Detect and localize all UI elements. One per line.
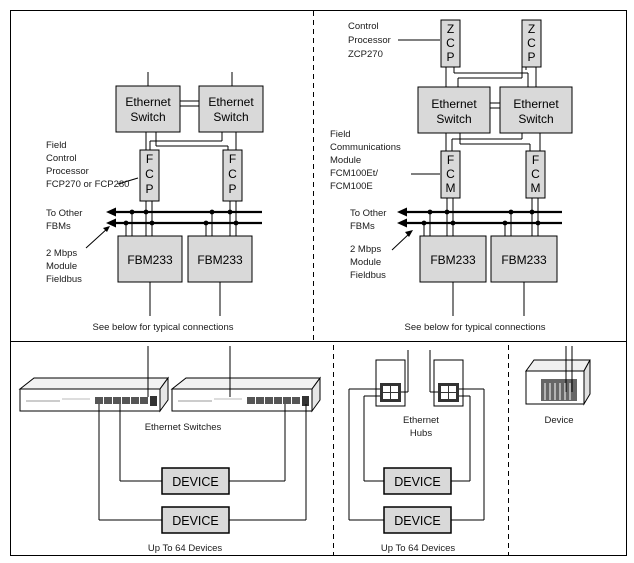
- zcp-letter: P: [527, 50, 535, 64]
- fbm233-box: [187, 235, 253, 283]
- ethernet-switch-box: [499, 86, 573, 134]
- fbm233-label: FBM233: [430, 253, 476, 267]
- fieldbus-desc: 2 Mbps: [46, 248, 77, 259]
- zcp-desc-line: Processor: [348, 35, 391, 46]
- arrow-head: [106, 218, 116, 228]
- fcp-desc-line: FCP270 or FCP280: [46, 179, 129, 190]
- fieldbus-desc: Module: [46, 261, 77, 272]
- fcp-letter: C: [145, 167, 154, 181]
- fcm-letter: M: [446, 181, 456, 195]
- device-count-caption: Up To 64 Devices: [148, 543, 223, 554]
- device-count-caption: Up To 64 Devices: [381, 543, 456, 554]
- ethernet-switch-box: [198, 85, 264, 133]
- fcm-letter: C: [446, 167, 455, 181]
- ethernet-switch-label-2: Switch: [213, 110, 248, 124]
- zcp-module-box: [440, 19, 461, 68]
- arrow-head: [397, 218, 407, 228]
- fcp-letter: F: [229, 152, 236, 166]
- ethernet-switch-box: [115, 85, 181, 133]
- device-box: [161, 467, 230, 495]
- ethernet-switch-label-2: Switch: [436, 112, 471, 126]
- other-fbms-label: FBMs: [350, 221, 375, 232]
- fcm-letter: M: [531, 181, 541, 195]
- fbm233-box: [490, 235, 558, 283]
- fcm-desc-line: Field: [330, 129, 351, 140]
- zcp-section: Z C P Z C P Ethernet Switch Ethernet Swi…: [330, 19, 573, 333]
- fbm233-box: [117, 235, 183, 283]
- zcp-letter: Z: [528, 22, 535, 36]
- device-label: DEVICE: [172, 514, 219, 528]
- fcm-module-box: [525, 150, 546, 199]
- fcp-desc-line: Processor: [46, 166, 89, 177]
- fcp-letter: C: [228, 167, 237, 181]
- fcm-desc-line: FCM100E: [330, 181, 373, 192]
- fcp-letter: P: [145, 182, 153, 196]
- other-fbms-label: To Other: [46, 208, 82, 219]
- fcm-letter: F: [447, 153, 454, 167]
- device-box: [383, 467, 452, 495]
- fieldbus-desc: Fieldbus: [350, 270, 386, 281]
- bottom-panel-frame: [10, 341, 627, 556]
- fcp-desc-line: Control: [46, 153, 77, 164]
- ethernet-hubs-caption: Ethernet: [403, 415, 439, 426]
- fbm233-label: FBM233: [197, 253, 243, 267]
- ethernet-hubs-section: DEVICE DEVICE Ethernet Hubs Up To 64 Dev…: [348, 350, 485, 554]
- device-label: DEVICE: [172, 475, 219, 489]
- fcm-letter: F: [532, 153, 539, 167]
- ethernet-switch-label-1: Ethernet: [431, 97, 477, 111]
- zcp-letter: Z: [447, 22, 454, 36]
- fcp-module-box: [222, 149, 243, 202]
- ethernet-switch-label-1: Ethernet: [513, 97, 559, 111]
- zcp-desc-line: Control: [348, 21, 379, 32]
- ethernet-switch-label-1: Ethernet: [125, 95, 171, 109]
- fcm-module-box: [440, 150, 461, 199]
- fbm233-box: [419, 235, 487, 283]
- device-label: DEVICE: [394, 475, 441, 489]
- device-caption: Device: [544, 415, 573, 426]
- device-box: [161, 506, 230, 534]
- fcp-letter: F: [146, 152, 153, 166]
- single-device-section: Device: [525, 346, 591, 426]
- ethernet-switches-caption: Ethernet Switches: [145, 422, 222, 433]
- device-label: DEVICE: [394, 514, 441, 528]
- ethernet-switch-label-2: Switch: [130, 110, 165, 124]
- fcm-desc-line: FCM100Et/: [330, 168, 378, 179]
- fcm-desc-line: Module: [330, 155, 361, 166]
- fcm-letter: C: [531, 167, 540, 181]
- see-below-note: See below for typical connections: [405, 322, 546, 333]
- zcp-letter: P: [446, 50, 454, 64]
- fcp-section: Ethernet Switch Ethernet Switch F C P F …: [46, 72, 264, 333]
- ethernet-switch-device: [18, 376, 169, 413]
- zcp-desc-line: ZCP270: [348, 49, 383, 60]
- fieldbus-desc: Module: [350, 257, 381, 268]
- fcp-desc-line: Field: [46, 140, 67, 151]
- arrow-head: [397, 207, 407, 217]
- zcp-letter: C: [446, 36, 455, 50]
- fcm-desc-line: Communications: [330, 142, 401, 153]
- fbm233-label: FBM233: [127, 253, 173, 267]
- zcp-module-box: [521, 19, 542, 68]
- fieldbus-desc: 2 Mbps: [350, 244, 381, 255]
- device-box: [383, 506, 452, 534]
- other-fbms-label: FBMs: [46, 221, 71, 232]
- arrow-head: [106, 207, 116, 217]
- zcp-letter: C: [527, 36, 536, 50]
- ethernet-switch-box: [417, 86, 491, 134]
- ethernet-switches-section: DEVICE DEVICE Ethernet Switches Up To 64…: [18, 346, 321, 554]
- ethernet-hubs-caption: Hubs: [410, 428, 432, 439]
- ethernet-switch-device: [170, 376, 321, 413]
- other-fbms-label: To Other: [350, 208, 386, 219]
- ethernet-switch-label-2: Switch: [518, 112, 553, 126]
- fcp-letter: P: [228, 182, 236, 196]
- fieldbus-desc: Fieldbus: [46, 274, 82, 285]
- see-below-note: See below for typical connections: [93, 322, 234, 333]
- ethernet-switch-label-1: Ethernet: [208, 95, 254, 109]
- fcp-module-box: [139, 149, 160, 202]
- fbm233-label: FBM233: [501, 253, 547, 267]
